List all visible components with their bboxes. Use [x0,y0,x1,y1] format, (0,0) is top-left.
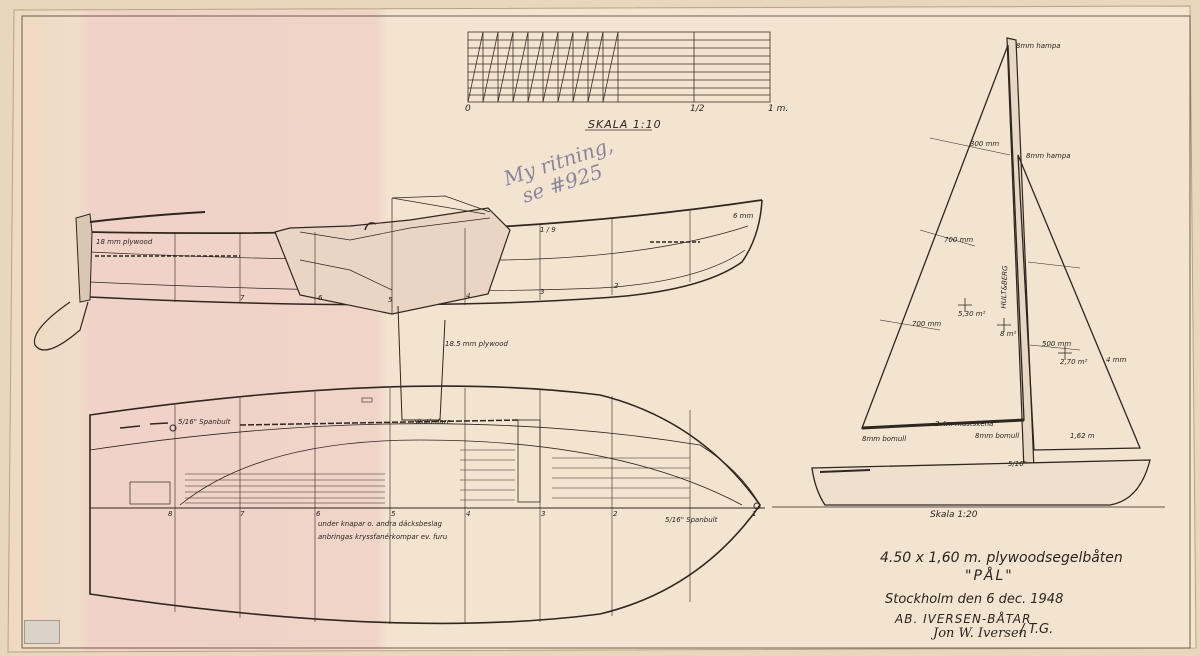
sail-label: 8mm bomull [862,435,907,443]
plan-station-number: 2 [613,510,618,518]
rudder [33,301,89,351]
plan-label: 5/16" Spanbult [178,418,231,426]
transom [75,213,93,303]
scale-bar-tick-half: 1/2 [690,104,705,114]
sail-label: 500 mm [1042,340,1072,348]
plan-view [89,385,765,625]
company-name: AB. IVERSEN-BÅTAR [895,612,1032,626]
plan-station-number: 7 [240,510,245,518]
sail-label: 700 mm [944,236,974,244]
scale-bar-tick-0: 0 [465,104,471,114]
plan-station-number: 3 [541,510,546,518]
plan-station-number: 4 [466,510,471,518]
sail-label: 5/16" [1008,460,1027,468]
boat-name: "PÅL" [965,568,1014,584]
sail-label: 2.4m mastskena [935,420,994,428]
scale-bar-title: SKALA 1:10 [588,118,662,131]
profile-label: 18 mm plywood [96,238,153,246]
sail-plan-hull [811,459,1151,506]
profile-station-number: 2 [614,282,619,290]
plan-label: 5/16" Spanbult [665,516,718,524]
plan-note-line: under knapar o. andra däcksbeslag [318,520,442,528]
plan-label: skotledare [414,418,451,426]
boom [861,418,1025,430]
plan-station-number: 8 [168,510,173,518]
sail-area-main: 5,30 m² [958,310,986,318]
sail-area-jib: 2,70 m² [1060,358,1088,366]
sail-label: 300 mm [970,140,1000,148]
profile-label: 18.5 mm plywood [445,340,508,348]
sail-plan [772,37,1165,508]
profile-view [33,195,763,421]
mast-label: HULT&BERG [999,265,1010,309]
plan-note-line: anbringas kryssfanérkompar ev. furu [318,533,448,541]
profile-station-number: 4 [466,292,471,300]
profile-station-number: 5 [388,296,393,304]
cockpit [274,207,511,315]
sail-area-total: 8 m² [1000,330,1017,338]
hull-bottom [89,199,763,306]
drafter-initials: / T.G. [1020,622,1054,637]
plan-station-number: 1 [752,510,757,518]
profile-label: 6 mm [733,212,754,220]
profile-station-number: 3 [540,288,545,296]
border-frame [21,15,1191,649]
sail-label: 1,62 m [1070,432,1095,440]
sail-plan-scale: Skala 1:20 [930,510,978,520]
plan-station-number: 6 [316,510,321,518]
jib [1017,154,1141,451]
drawing-title: 4.50 x 1,60 m. plywoodsegelbåten [880,550,1123,566]
sail-label: 4 mm [1106,356,1127,364]
sail-label: 8mm hampa [1026,152,1071,160]
sail-label: 8mm hampa [1016,42,1061,50]
profile-label: 1 / 9 [540,226,556,234]
archive-stamp [24,620,60,644]
profile-station-number: 7 [240,294,245,302]
place-date: Stockholm den 6 dec. 1948 [885,592,1064,607]
scale-bar-tick-1m: 1 m. [768,104,789,114]
centerboard [397,305,446,421]
profile-station-number: 6 [318,294,323,302]
signature: Jon W. Iversen [933,626,1028,641]
sail-label: 8mm bomull [975,432,1020,440]
scale-bar [467,31,771,103]
sail-label: 700 mm [912,320,942,328]
plan-station-number: 5 [391,510,396,518]
